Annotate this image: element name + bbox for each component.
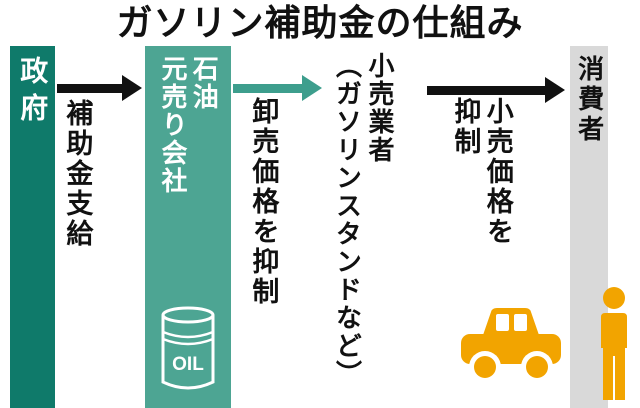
retailer-label: 小売業者 （ガソリンスタンドなど） — [332, 52, 396, 388]
subsidy-arrow — [57, 75, 142, 101]
retail-arrow-shaft — [427, 85, 545, 95]
subsidy-arrow-shaft — [57, 83, 122, 93]
wholesale-price-label: 卸売価格を抑制 — [248, 97, 279, 307]
diagram-title: ガソリン補助金の仕組み — [116, 2, 524, 43]
government-label: 政府 — [17, 56, 49, 130]
oil-barrel-icon: OIL — [161, 306, 215, 390]
oil-wholesaler-bar: 石油 元売り会社 OIL — [145, 46, 231, 408]
oil-barrel-text: OIL — [172, 354, 204, 375]
retail-price-arrow — [427, 77, 565, 103]
wholesale-arrow-shaft — [233, 83, 302, 93]
retail-price-label: 小売価格を 抑制 — [450, 97, 513, 247]
person-icon — [601, 287, 627, 400]
oil-wholesaler-label: 石油 元売り会社 — [158, 55, 220, 195]
subsidy-label: 補助金支給 — [62, 99, 93, 249]
subsidy-arrow-head — [122, 75, 142, 101]
government-bar: 政府 — [10, 46, 55, 408]
retail-arrow-head — [545, 77, 565, 103]
consumer-label: 消費者 — [574, 55, 605, 145]
wholesale-price-arrow — [233, 75, 322, 101]
car-icon — [461, 308, 561, 383]
wholesale-arrow-head — [302, 75, 322, 101]
